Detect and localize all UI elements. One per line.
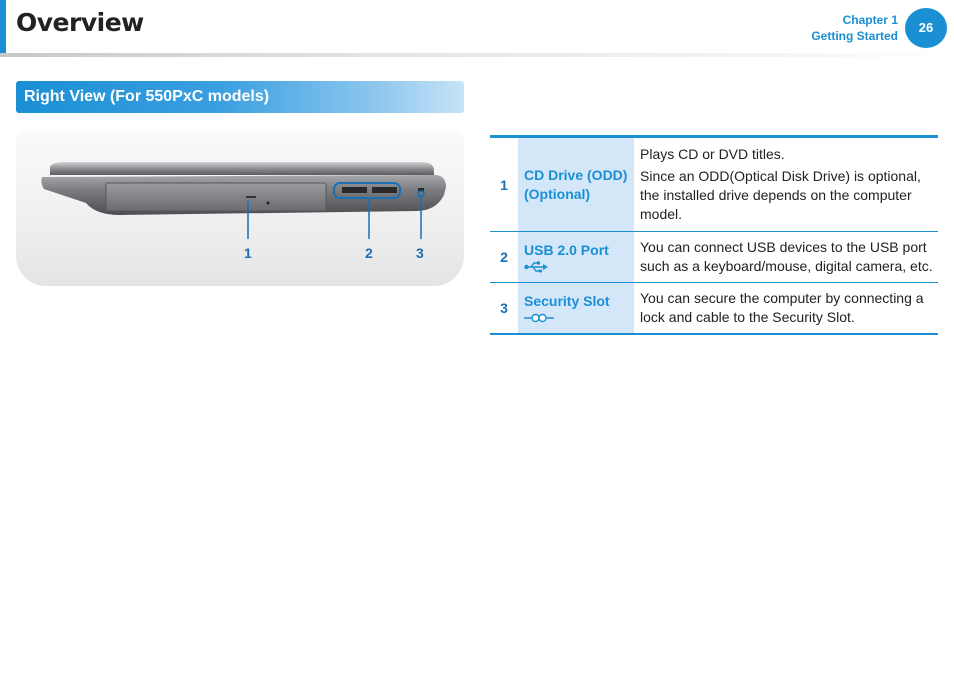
table-row: 2 USB 2.0 Port You can connect USB devic… [490, 231, 938, 283]
component-description: You can connect USB devices to the USB p… [634, 231, 938, 283]
component-name: CD Drive (ODD) (Optional) [518, 136, 634, 232]
component-name-cell: Security Slot [518, 282, 634, 334]
callout-number-2: 2 [365, 245, 373, 261]
component-description: Plays CD or DVD titles. Since an ODD(Opt… [634, 136, 938, 232]
component-name-cell: USB 2.0 Port [518, 231, 634, 283]
component-name: USB 2.0 Port [524, 242, 609, 258]
row-number: 3 [490, 282, 518, 334]
usb-highlight [333, 182, 401, 199]
page-number-badge: 26 [905, 8, 947, 48]
header-divider [0, 53, 954, 57]
row-number: 1 [490, 136, 518, 232]
component-name: Security Slot [524, 292, 610, 309]
component-table: 1 CD Drive (ODD) (Optional) Plays CD or … [490, 135, 938, 335]
security-slot [418, 188, 424, 192]
laptop-lid [50, 162, 434, 175]
table-row: 3 Security Slot You can secure the compu… [490, 282, 938, 334]
chapter-number: Chapter 1 [842, 13, 898, 27]
component-description: You can secure the computer by connectin… [634, 282, 938, 334]
security-lock-icon [524, 313, 554, 322]
usb-port-1 [342, 187, 367, 193]
odd-tray [105, 182, 327, 212]
description-line: Plays CD or DVD titles. [640, 146, 785, 162]
description-line: You can connect USB devices to the USB p… [640, 239, 933, 274]
description-line: Since an ODD(Optical Disk Drive) is opti… [640, 168, 921, 222]
page-title: Overview [16, 8, 144, 37]
chapter-title: Getting Started [811, 29, 898, 43]
header-accent-bar [0, 0, 6, 53]
callout-number-3: 3 [416, 245, 424, 261]
chapter-label: Chapter 1 Getting Started [811, 12, 898, 44]
laptop-illustration [41, 162, 446, 239]
table-row: 1 CD Drive (ODD) (Optional) Plays CD or … [490, 136, 938, 232]
callout-marker-3 [417, 190, 425, 198]
odd-eject-hole [266, 201, 270, 205]
usb-icon [524, 261, 548, 273]
description-line: You can secure the computer by connectin… [640, 289, 924, 325]
laptop-right-view-figure: 1 2 3 [16, 131, 464, 286]
row-number: 2 [490, 231, 518, 283]
callout-number-1: 1 [244, 245, 252, 261]
usb-port-2 [372, 187, 397, 193]
section-header: Right View (For 550PxC models) [16, 81, 464, 113]
